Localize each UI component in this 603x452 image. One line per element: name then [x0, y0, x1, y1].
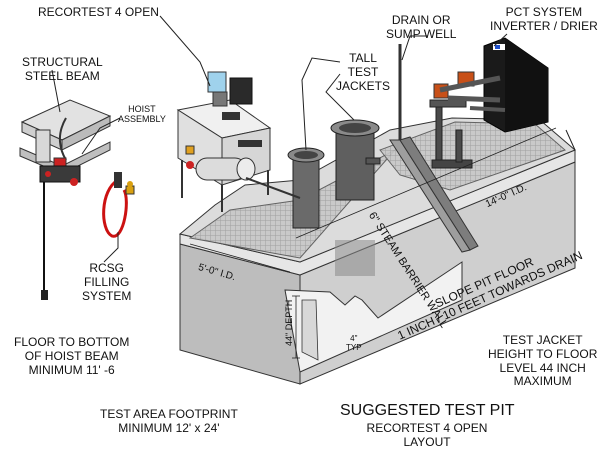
hoist-assembly — [39, 157, 81, 300]
dimension-lines — [189, 127, 557, 359]
tall-jackets-label: TALL TEST JACKETS — [336, 51, 391, 93]
water-tank — [185, 145, 301, 199]
rcsg-filling-system — [102, 172, 135, 238]
diagram-subtitle: RECORTEST 4 OPEN LAYOUT — [366, 421, 488, 449]
diagram-title: SUGGESTED TEST PIT — [340, 402, 515, 419]
pct-label: PCT SYSTEM INVERTER / DRIER — [490, 5, 598, 33]
pct-system — [433, 37, 549, 133]
rcsg-label: RCSG FILLING SYSTEM — [82, 261, 132, 303]
depth-label: 44" DEPTH — [284, 299, 294, 346]
beam-label: STRUCTURAL STEEL BEAM — [22, 55, 103, 83]
tall-test-jacket-small — [287, 147, 325, 229]
typ-label: 4" TYP — [346, 334, 362, 353]
jacket-height-label: TEST JACKET HEIGHT TO FLOOR LEVEL 44 INC… — [488, 333, 598, 389]
floor-to-beam-label: FLOOR TO BOTTOM OF HOIST BEAM MINIMUM 11… — [14, 335, 130, 377]
leader-lines — [51, 15, 576, 263]
drain-sump-well — [398, 44, 473, 169]
drain-label: DRAIN OR SUMP WELL — [386, 13, 457, 41]
hoist-label: HOIST ASSEMBLY — [118, 104, 166, 125]
tall-test-jacket-large — [330, 119, 381, 201]
recortest-label: RECORTEST 4 OPEN — [38, 5, 159, 19]
footprint-label: TEST AREA FOOTPRINT MINIMUM 12' x 24' — [100, 407, 238, 435]
pit-cutaway — [284, 261, 463, 373]
